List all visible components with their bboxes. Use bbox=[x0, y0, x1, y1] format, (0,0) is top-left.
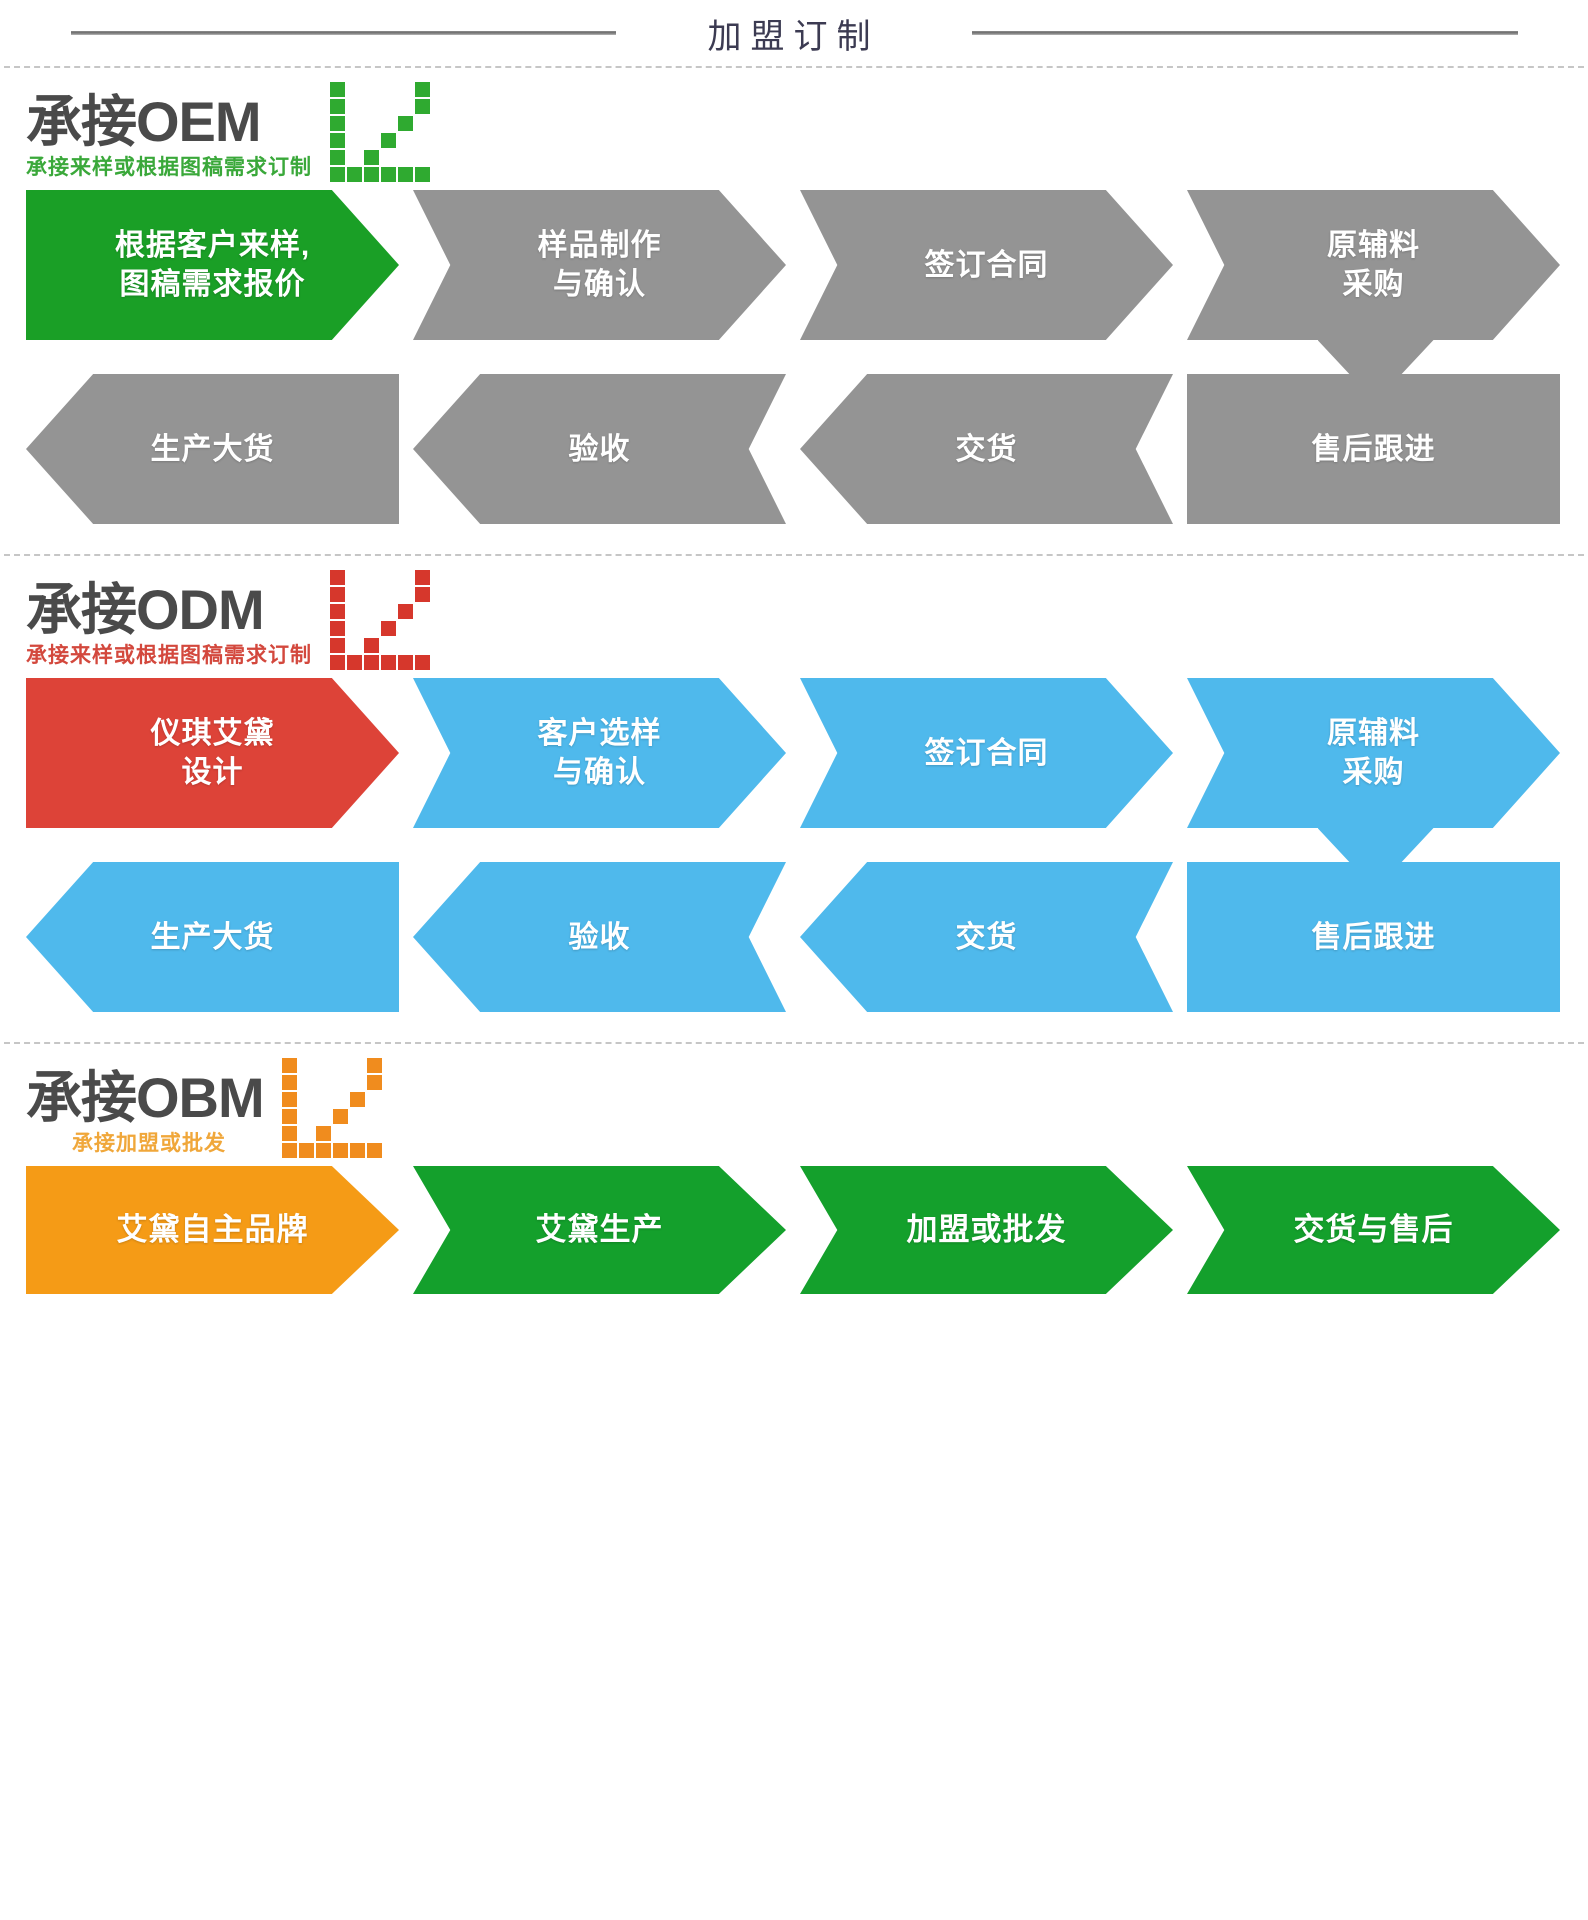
flow-step-odm-r2-0: 生产大货 bbox=[26, 862, 399, 1012]
flow-step-label: 客户选样 与确认 bbox=[537, 717, 662, 789]
obm-pixel-arrow-icon bbox=[281, 1058, 386, 1158]
title-rule-left bbox=[70, 31, 616, 35]
oem-divider bbox=[4, 554, 1584, 556]
obm-logo-subtitle: 承接加盟或批发 bbox=[72, 1131, 226, 1155]
oem-bottom-pad bbox=[0, 524, 1588, 554]
odm-logo-subtitle: 承接来样或根据图稿需求订制 bbox=[26, 643, 312, 667]
section-oem: 承接OEM 承接来样或根据图稿需求订制 根据客户来样, 图稿需求报价 样品制作 与… bbox=[0, 68, 1588, 554]
flow-step-label: 样品制作 与确认 bbox=[537, 229, 662, 301]
flow-step-label: 签订合同 bbox=[924, 248, 1049, 282]
page-title: 加盟订制 bbox=[707, 18, 880, 56]
oem-logo-subtitle: 承接来样或根据图稿需求订制 bbox=[26, 155, 312, 179]
flow-step-label: 加盟或批发 bbox=[906, 1211, 1067, 1247]
section-obm: 承接OBM 承接加盟或批发 艾黛自主品牌 艾黛生产 加盟或批发 交货与售后 bbox=[0, 1044, 1588, 1294]
flow-step-obm-r1-1: 艾黛生产 bbox=[413, 1166, 786, 1294]
odm-flow-row-1: 仪琪艾黛 设计 客户选样 与确认 签订合同 原辅料 采购 bbox=[26, 678, 1562, 890]
flow-step-label: 交货与售后 bbox=[1293, 1211, 1454, 1247]
flow-step-label: 艾黛自主品牌 bbox=[116, 1211, 309, 1247]
obm-flow-row-1: 艾黛自主品牌 艾黛生产 加盟或批发 交货与售后 bbox=[26, 1166, 1562, 1294]
flow-step-oem-r2-0: 生产大货 bbox=[26, 374, 399, 524]
flow-step-oem-r2-2: 交货 bbox=[800, 374, 1173, 524]
flow-step-label: 生产大货 bbox=[150, 432, 275, 466]
oem-logo-title: 承接OEM bbox=[26, 89, 262, 153]
oem-flow-row-1: 根据客户来样, 图稿需求报价 样品制作 与确认 签订合同 原辅料 采购 bbox=[26, 190, 1562, 402]
flow-step-oem-r1-1: 样品制作 与确认 bbox=[413, 190, 786, 340]
flow-step-label: 验收 bbox=[568, 432, 631, 466]
odm-flow: 仪琪艾黛 设计 客户选样 与确认 签订合同 原辅料 采购 生产大货 验收 交货 售后跟进 bbox=[0, 678, 1588, 1012]
flow-step-oem-r1-2: 签订合同 bbox=[800, 190, 1173, 340]
title-rule-right bbox=[971, 31, 1518, 35]
obm-logo-block: 承接OBM 承接加盟或批发 bbox=[0, 1044, 1588, 1162]
oem-logo-block: 承接OEM 承接来样或根据图稿需求订制 bbox=[0, 68, 1588, 186]
header-divider bbox=[4, 66, 1584, 68]
flow-step-obm-r1-2: 加盟或批发 bbox=[800, 1166, 1173, 1294]
odm-logo-title: 承接ODM bbox=[26, 577, 265, 641]
flow-step-label: 交货 bbox=[955, 432, 1018, 466]
flow-step-oem-r2-3: 售后跟进 bbox=[1187, 374, 1560, 524]
flow-step-label: 仪琪艾黛 设计 bbox=[150, 717, 275, 789]
oem-flow: 根据客户来样, 图稿需求报价 样品制作 与确认 签订合同 原辅料 采购 生产大货 验收 交… bbox=[0, 190, 1588, 524]
flow-step-label: 签订合同 bbox=[924, 736, 1049, 770]
oem-pixel-arrow-icon bbox=[330, 82, 434, 182]
section-odm: 承接ODM 承接来样或根据图稿需求订制 仪琪艾黛 设计 客户选样 与确认 签订合同 原… bbox=[0, 556, 1588, 1042]
flow-step-label: 售后跟进 bbox=[1311, 432, 1436, 466]
flow-step-label: 生产大货 bbox=[150, 920, 275, 954]
flow-step-label: 原辅料 采购 bbox=[1327, 229, 1420, 301]
flow-step-odm-r1-3: 原辅料 采购 bbox=[1187, 678, 1560, 828]
flow-step-odm-r2-3: 售后跟进 bbox=[1187, 862, 1560, 1012]
flow-step-oem-r2-1: 验收 bbox=[413, 374, 786, 524]
flow-step-oem-r1-3: 原辅料 采购 bbox=[1187, 190, 1560, 340]
oem-flow-row-2: 生产大货 验收 交货 售后跟进 bbox=[26, 374, 1562, 524]
flow-step-obm-r1-0: 艾黛自主品牌 bbox=[26, 1166, 399, 1294]
flow-step-label: 原辅料 采购 bbox=[1327, 717, 1420, 789]
odm-logo-block: 承接ODM 承接来样或根据图稿需求订制 bbox=[0, 556, 1588, 674]
odm-flow-row-2: 生产大货 验收 交货 售后跟进 bbox=[26, 862, 1562, 1012]
obm-flow: 艾黛自主品牌 艾黛生产 加盟或批发 交货与售后 bbox=[0, 1166, 1588, 1294]
page-header: 加盟订制 bbox=[0, 0, 1588, 66]
obm-logo-words: 承接OBM 承接加盟或批发 bbox=[26, 1065, 265, 1156]
flow-step-label: 交货 bbox=[955, 920, 1018, 954]
odm-bottom-pad bbox=[0, 1012, 1588, 1042]
flow-step-odm-r1-2: 签订合同 bbox=[800, 678, 1173, 828]
flow-step-odm-r1-0: 仪琪艾黛 设计 bbox=[26, 678, 399, 828]
flow-step-oem-r1-0: 根据客户来样, 图稿需求报价 bbox=[26, 190, 399, 340]
odm-pixel-arrow-icon bbox=[330, 570, 434, 670]
flow-step-odm-r2-2: 交货 bbox=[800, 862, 1173, 1012]
obm-logo-title: 承接OBM bbox=[26, 1065, 265, 1129]
flow-step-label: 验收 bbox=[568, 920, 631, 954]
flow-step-obm-r1-3: 交货与售后 bbox=[1187, 1166, 1560, 1294]
flow-step-label: 售后跟进 bbox=[1311, 920, 1436, 954]
oem-logo-words: 承接OEM 承接来样或根据图稿需求订制 bbox=[26, 89, 312, 180]
flow-step-label: 根据客户来样, 图稿需求报价 bbox=[114, 229, 311, 301]
odm-logo-words: 承接ODM 承接来样或根据图稿需求订制 bbox=[26, 577, 312, 668]
flow-step-label: 艾黛生产 bbox=[535, 1211, 664, 1247]
odm-divider bbox=[4, 1042, 1584, 1044]
flow-step-odm-r2-1: 验收 bbox=[413, 862, 786, 1012]
flow-step-odm-r1-1: 客户选样 与确认 bbox=[413, 678, 786, 828]
